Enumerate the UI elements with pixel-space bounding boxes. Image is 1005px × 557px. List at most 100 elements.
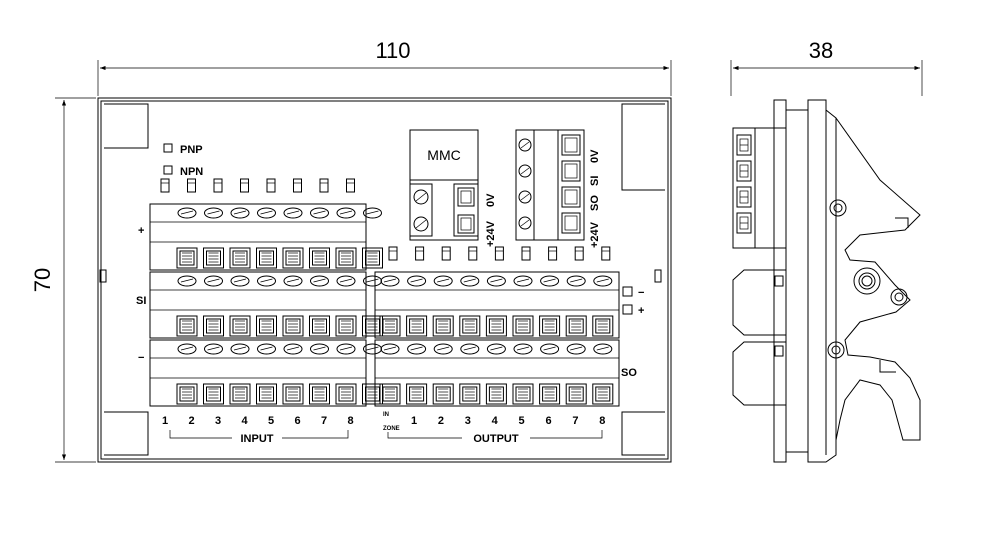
input-plus-screw — [363, 207, 382, 219]
legend-minus-label: − — [638, 287, 644, 299]
side-view-terminal — [736, 134, 752, 156]
height-dimension-label: 70 — [30, 268, 55, 292]
input-plus-screw — [310, 207, 329, 219]
minus-label: − — [138, 352, 144, 364]
input-minus-screw — [310, 343, 329, 355]
side-term-label-0v: 0V — [589, 149, 601, 163]
output-lower-clamp — [512, 383, 534, 405]
input-channel-number: 1 — [162, 415, 168, 427]
input-minus-screw — [283, 343, 303, 355]
output-lower-clamp — [485, 383, 507, 405]
output-channel-number: 1 — [411, 415, 417, 427]
power-label-0v: 0V — [485, 193, 497, 207]
width-dimension-label: 110 — [375, 38, 410, 63]
output-lower-screw — [593, 343, 613, 355]
input-group-bracket: INPUT — [169, 430, 349, 445]
output-upper-clamp — [406, 315, 428, 337]
pnp-checkbox — [163, 143, 173, 153]
output-upper-clamp — [512, 315, 534, 337]
output-upper-screw — [513, 275, 533, 287]
side-terminal-screws — [736, 134, 752, 234]
output-led — [574, 246, 584, 261]
input-plus-screw — [204, 207, 223, 219]
power-label-24v: +24V — [485, 220, 497, 247]
legend-plus-label: + — [638, 305, 644, 317]
polarity-legend: − + — [622, 286, 644, 317]
height-dimension: 70 — [30, 97, 96, 463]
output-upper-screw — [540, 275, 560, 287]
input-si-clamp — [229, 315, 251, 337]
output-upper-screw — [380, 275, 400, 287]
npn-checkbox — [163, 165, 173, 175]
output-lower-screw — [407, 343, 427, 355]
input-minus-screw — [177, 343, 197, 355]
output-channel-number: 8 — [599, 415, 605, 427]
output-led — [601, 246, 611, 261]
input-plus-screw — [230, 207, 250, 219]
output-lower-clamp — [432, 383, 454, 405]
input-minus-screw — [230, 343, 250, 355]
output-led — [521, 246, 531, 261]
output-upper-block — [374, 271, 620, 339]
input-si-clamp — [282, 315, 304, 337]
output-lower-screw — [540, 343, 560, 355]
output-lower-clamp — [592, 383, 614, 405]
output-channel-number: 2 — [438, 415, 444, 427]
output-upper-clamp — [485, 315, 507, 337]
output-lower-screw — [486, 343, 506, 355]
input-plus-block — [149, 203, 367, 271]
side-view-terminal — [736, 160, 752, 182]
so-label: SO — [621, 367, 637, 379]
input-si-screw — [230, 275, 250, 287]
side-view — [732, 99, 921, 463]
input-minus-screw — [204, 343, 223, 355]
input-minus-clamp — [176, 383, 198, 405]
input-minus-clamp — [256, 383, 277, 405]
input-channel-number: 6 — [294, 415, 300, 427]
output-channel-number: 6 — [545, 415, 551, 427]
output-lower-screw — [566, 343, 586, 355]
input-led — [346, 178, 355, 193]
input-plus-clamp — [203, 247, 224, 269]
output-upper-clamp — [565, 315, 587, 337]
input-label: INPUT — [241, 433, 274, 445]
output-lower-clamp — [565, 383, 587, 405]
input-si-clamp — [176, 315, 198, 337]
input-led — [187, 178, 196, 193]
output-upper-screw — [433, 275, 453, 287]
si-label: SI — [136, 295, 146, 307]
output-label: OUTPUT — [473, 433, 519, 445]
pnp-label: PNP — [180, 144, 203, 156]
input-si-screw — [204, 275, 223, 287]
input-si-screw — [336, 275, 356, 287]
output-led — [548, 246, 558, 261]
input-channel-number: 7 — [321, 415, 327, 427]
input-channel-number: 8 — [347, 415, 353, 427]
input-plus-clamp — [176, 247, 198, 269]
input-si-clamp — [309, 315, 330, 337]
output-upper-clamp — [592, 315, 614, 337]
input-si-screw — [310, 275, 329, 287]
output-lower-block — [374, 339, 620, 407]
output-upper-screw — [486, 275, 506, 287]
input-minus-clamp — [229, 383, 251, 405]
front-housing — [97, 97, 672, 463]
output-channel-number: 5 — [519, 415, 525, 427]
output-group-bracket: OUTPUT — [387, 430, 603, 445]
input-minus-clamp — [282, 383, 304, 405]
terminal-blocks — [149, 129, 620, 407]
output-led — [468, 246, 478, 261]
output-lower-clamp — [539, 383, 561, 405]
input-si-clamp — [335, 315, 357, 337]
input-plus-clamp — [309, 247, 330, 269]
side-view-terminal — [736, 212, 752, 234]
side-term-label-so: SO — [589, 195, 601, 211]
input-minus-screw — [257, 343, 276, 355]
input-plus-clamp — [362, 247, 383, 269]
depth-dimension: 38 — [730, 38, 923, 96]
input-minus-clamp — [309, 383, 330, 405]
input-si-screw — [177, 275, 197, 287]
si-so-connector — [515, 129, 585, 241]
